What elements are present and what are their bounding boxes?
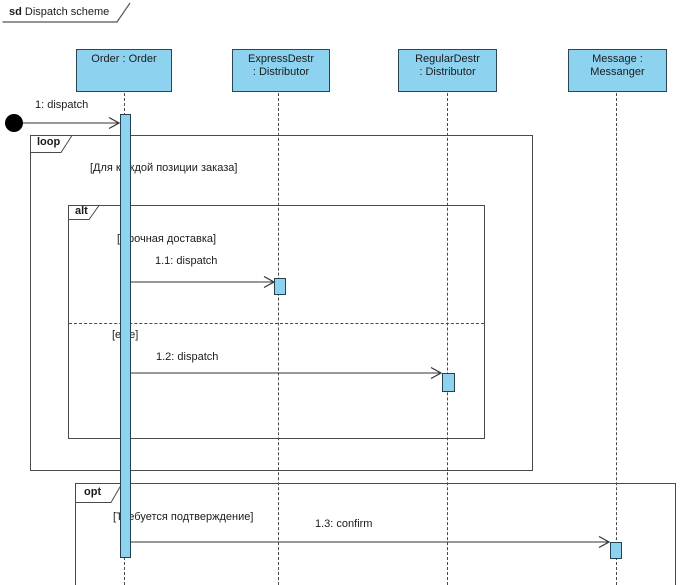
opt-guard: [Требуется подтверждение] <box>113 511 254 523</box>
activation-message <box>610 542 622 559</box>
loop-operator-pentagon: loop <box>30 135 73 153</box>
alt-operator-pentagon: alt <box>68 205 100 220</box>
fragment-opt: opt <box>75 483 676 585</box>
activation-regulardestr <box>442 373 455 392</box>
lifeline-message-header: Message : Messanger <box>568 49 667 92</box>
lifeline-message-dashed-line <box>616 93 617 585</box>
alt-guard: [Срочная доставка] <box>117 233 217 245</box>
message-1-2-label: 1.2: dispatch <box>156 351 219 363</box>
opt-operator-label: opt <box>84 486 102 498</box>
lifeline-regulardestr-dashed-line <box>447 93 448 585</box>
diagram-title: Dispatch scheme <box>24 6 110 18</box>
fragment-alt: alt <box>68 205 485 439</box>
message-1-3-arrow <box>131 535 611 549</box>
lifeline-regulardestr-header: RegularDestr : Distributor <box>398 49 497 92</box>
lifeline-order-header: Order : Order <box>76 49 172 92</box>
initial-node <box>5 114 23 132</box>
message-1-3-label: 1.3: confirm <box>315 518 373 530</box>
title-tab-outline <box>2 2 131 23</box>
message-1-1-label: 1.1: dispatch <box>155 255 218 267</box>
loop-operator-label: loop <box>37 136 61 148</box>
alt-else-separator <box>69 323 484 324</box>
activation-expressdestr <box>274 278 286 295</box>
lifeline-expressdestr-dashed-line <box>278 93 279 585</box>
diagram-title-tab: sd Dispatch scheme <box>2 2 134 23</box>
opt-operator-pentagon: opt <box>75 483 123 503</box>
message-1-1-arrow <box>131 275 276 289</box>
loop-guard: [Для каждой позиции заказа] <box>90 162 238 174</box>
fragment-loop: loop <box>30 135 533 471</box>
alt-operator-label: alt <box>75 205 88 217</box>
message-1-2-arrow <box>131 366 443 380</box>
diagram-keyword: sd <box>9 6 22 18</box>
message-1-label: 1: dispatch <box>35 99 89 111</box>
lifeline-expressdestr-header: ExpressDestr : Distributor <box>232 49 330 92</box>
activation-order <box>120 114 131 558</box>
message-1-arrow <box>23 116 121 130</box>
